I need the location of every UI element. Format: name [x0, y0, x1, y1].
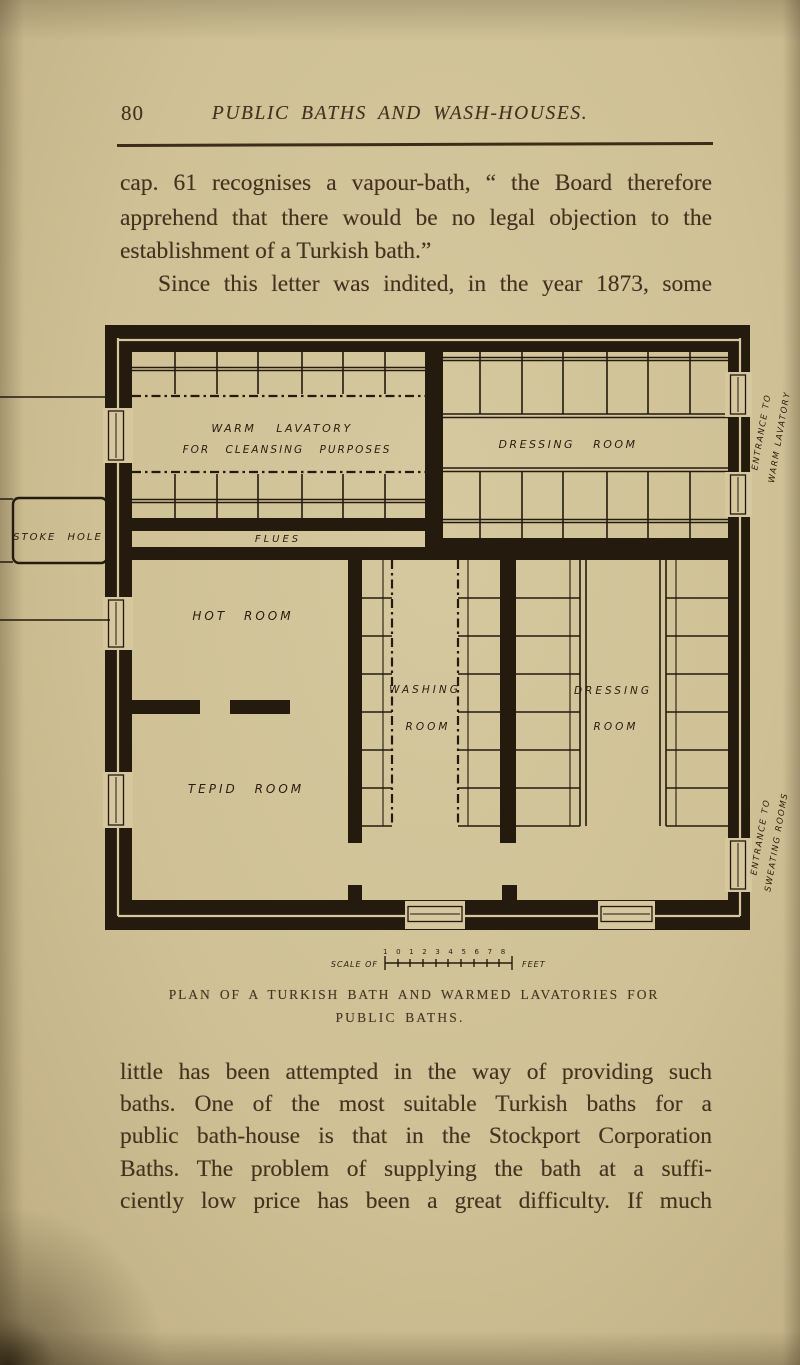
room-labels: WARM LAVATORY FOR CLEANSING PURPOSES DRE… [13, 422, 652, 796]
scale-numbers: 1 0 1 2 3 4 5 6 7 8 [383, 948, 508, 956]
body-text-line: Baths. The problem of supplying the bath… [120, 1156, 712, 1182]
warm-lavatory-label-2: FOR CLEANSING PURPOSES [183, 444, 392, 456]
figure-caption-line1: PLAN OF A TURKISH BATH AND WARMED LAVATO… [168, 987, 660, 1002]
washing-room-label: WASHING [389, 684, 461, 696]
stoke-hole-structure [0, 396, 110, 621]
turkish-bath-floor-plan: WARM LAVATORY FOR CLEANSING PURPOSES DRE… [0, 325, 793, 970]
body-text-line: cap. 61 recognises a vapour-bath, “ the … [120, 170, 712, 196]
body-text-line: ciently low price has been a great diffi… [120, 1188, 712, 1214]
plan-walls [105, 325, 750, 930]
bench-lines [382, 560, 677, 826]
body-text-line: establishment of a Turkish bath.” [120, 238, 432, 264]
body-text-line: little has been attempted in the way of … [120, 1059, 712, 1085]
stall-partitions [132, 352, 728, 827]
tepid-room-label: TEPID ROOM [188, 782, 304, 796]
dressing-room-lower-label-2: ROOM [594, 721, 639, 733]
scale-bar: SCALE OF 1 0 1 2 3 4 5 6 7 8 FEET [331, 948, 546, 970]
curtain-dashed-lines [132, 394, 460, 826]
body-text-line: apprehend that there would be no legal o… [120, 205, 712, 231]
figure-caption-line2: PUBLIC BATHS. [335, 1010, 465, 1025]
page-number: 80 [121, 101, 144, 125]
stoke-hole-label: STOKE HOLE [13, 532, 103, 543]
entrance-labels: ENTRANCE TO WARM LAVATORY ENTRANCE TO SW… [749, 391, 793, 893]
dressing-room-lower-label: DRESSING [574, 685, 652, 697]
scale-prefix: SCALE OF [331, 960, 378, 969]
body-text-line: public bath-house is that in the Stockpo… [120, 1123, 712, 1149]
flues-label: FLUES [255, 534, 301, 545]
body-text-line: Since this letter was indited, in the ye… [158, 271, 712, 297]
body-text-line: baths. One of the most suitable Turkish … [120, 1091, 712, 1117]
hot-room-label: HOT ROOM [192, 609, 293, 623]
washing-room-label-2: ROOM [406, 721, 451, 733]
header-rule [116, 141, 714, 147]
running-title: PUBLIC BATHS AND WASH-HOUSES. [211, 103, 589, 124]
dressing-room-upper-label: DRESSING ROOM [498, 438, 637, 451]
doorways [103, 372, 752, 929]
scale-suffix: FEET [522, 960, 546, 969]
warm-lavatory-label: WARM LAVATORY [211, 422, 352, 435]
